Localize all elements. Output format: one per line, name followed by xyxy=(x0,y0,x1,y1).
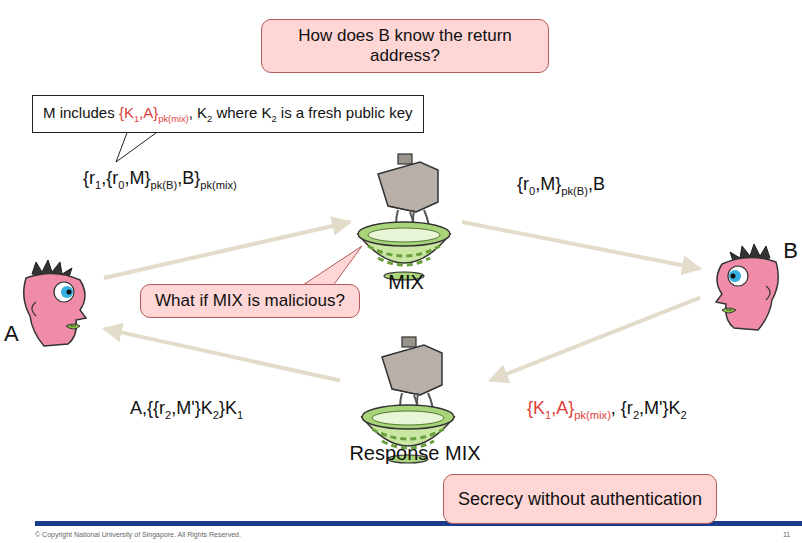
text-run: 1 xyxy=(545,409,551,421)
node-text: Secrecy without authentication xyxy=(458,489,702,510)
message-label: {K1,A}pk(mix), {r2,M'}K2 xyxy=(527,398,687,421)
text-run: How does B know the return address? xyxy=(298,26,512,65)
text-run: ,M'}K xyxy=(171,398,212,418)
text-run: where K xyxy=(212,104,271,121)
message-label: {r1,{r0,M}pk(B),B}pk(mix) xyxy=(83,168,237,191)
message-arrow xyxy=(490,298,700,381)
node-text: B xyxy=(783,238,798,264)
text-run: 1 xyxy=(95,179,101,191)
mix-node: MIX xyxy=(350,150,462,294)
response-mix-node: Response MIX xyxy=(340,335,490,465)
text-run: 0 xyxy=(118,179,124,191)
text-run: pk(B) xyxy=(150,179,177,191)
text-run: pk(mix) xyxy=(200,179,237,191)
text-run: 2 xyxy=(681,409,687,421)
text-run: pk(mix) xyxy=(158,114,188,124)
node-text: M includes {K1,A}pk(mix), K2 where K2 is… xyxy=(43,104,413,124)
node-text: How does B know the return address? xyxy=(276,26,534,66)
footer-text: 11 xyxy=(783,531,790,538)
text-run: 1 xyxy=(237,409,243,421)
note-box: Secrecy without authentication xyxy=(443,474,717,524)
message-arrow xyxy=(462,222,700,269)
text-run: Response MIX xyxy=(349,442,480,464)
text-run: B xyxy=(783,238,798,263)
person-b: B xyxy=(700,238,798,334)
text-run: 2 xyxy=(271,114,276,124)
node-text: A xyxy=(4,321,19,347)
text-run: 0 xyxy=(529,185,535,197)
text-run: M includes xyxy=(43,104,119,121)
message-label: {r0,M}pk(B),B xyxy=(517,174,605,197)
text-run: 2 xyxy=(165,409,171,421)
text-run: , K xyxy=(189,104,207,121)
text-run: ,B} xyxy=(177,168,200,188)
text-run: 2 xyxy=(633,409,639,421)
text-run: is a fresh public key xyxy=(277,104,413,121)
note-callout: M includes {K1,A}pk(mix), K2 where K2 is… xyxy=(32,95,424,133)
question-callout: How does B know the return address? xyxy=(261,19,549,73)
footer-text: © Copyright National University of Singa… xyxy=(35,531,241,538)
text-run: , {r xyxy=(611,398,633,418)
person-a: A xyxy=(4,255,104,347)
text-run: pk(mix) xyxy=(574,409,611,421)
text-run: Secrecy without authentication xyxy=(458,489,702,509)
message-arrow xyxy=(104,329,340,381)
text-run: A xyxy=(4,321,19,346)
text-run: {r xyxy=(83,168,95,188)
node-text: MIX xyxy=(388,271,424,294)
text-run: ,M} xyxy=(124,168,150,188)
text-run: {K xyxy=(119,104,134,121)
text-run: MIX xyxy=(388,271,424,293)
text-run: ,M'}K xyxy=(639,398,680,418)
text-run: ,A} xyxy=(139,104,158,121)
node-text: Response MIX xyxy=(349,442,480,465)
text-run: A,{{r xyxy=(130,398,165,418)
message-arrow xyxy=(104,222,350,278)
text-run: {r xyxy=(517,174,529,194)
text-run: 1 xyxy=(134,114,139,124)
text-run: }K xyxy=(219,398,237,418)
text-run: {K xyxy=(527,398,545,418)
text-run: ,B xyxy=(588,174,605,194)
text-run: ,A} xyxy=(551,398,574,418)
text-run: pk(B) xyxy=(561,185,588,197)
text-run: 2 xyxy=(207,114,212,124)
text-run: What if MIX is malicious? xyxy=(155,291,345,310)
question-bubble: What if MIX is malicious? xyxy=(140,284,360,318)
text-run: ,M} xyxy=(535,174,561,194)
node-text: What if MIX is malicious? xyxy=(155,291,345,311)
text-run: 2 xyxy=(213,409,219,421)
text-run: ,{r xyxy=(101,168,118,188)
message-label: A,{{r2,M'}K2}K1 xyxy=(130,398,243,421)
